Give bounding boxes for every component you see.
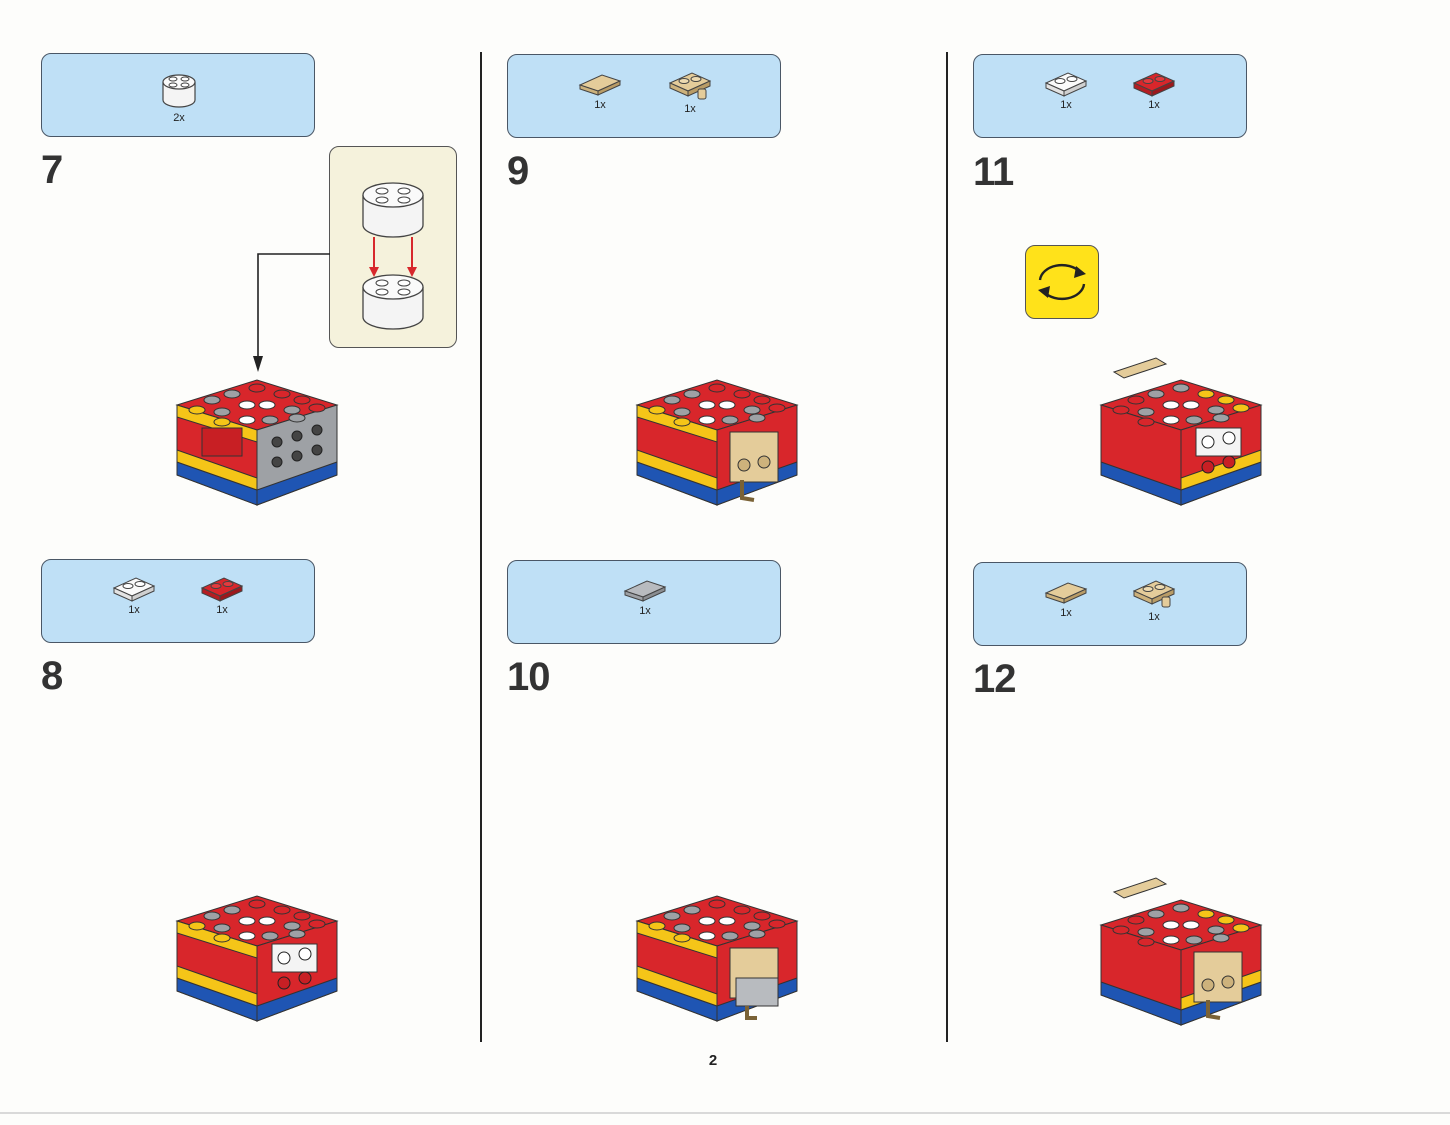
sub-assembly-callout <box>329 146 457 348</box>
parts-list-step-11: 1x 1x <box>973 54 1247 138</box>
part-quantity: 2x <box>173 112 185 124</box>
parts-list-step-9: 1x 1x <box>507 54 781 138</box>
part-quantity: 1x <box>1148 99 1160 111</box>
model-step-8 <box>175 895 339 1022</box>
column-divider-right <box>946 52 948 1042</box>
tile-1x2-gray-icon <box>623 580 667 602</box>
page-number: 2 <box>708 1052 718 1069</box>
part-quantity: 1x <box>639 605 651 617</box>
part-plate-red: 1x <box>192 574 252 638</box>
parts-list-step-12: 1x 1x <box>973 562 1247 646</box>
bottom-rule <box>0 1112 1450 1114</box>
step-number-7: 7 <box>41 148 63 192</box>
part-round-brick-white: 2x <box>149 68 209 132</box>
callout-connector <box>253 253 330 372</box>
tile-1x2-tan-icon <box>1044 582 1088 604</box>
plate-clip-tan-icon <box>1132 580 1176 608</box>
part-quantity: 1x <box>128 604 140 616</box>
part-tile-tan: 1x <box>1036 577 1096 641</box>
part-quantity: 1x <box>1148 611 1160 623</box>
plate-clip-tan-icon <box>668 72 712 100</box>
part-tile-tan: 1x <box>570 69 630 133</box>
part-plate-clip-tan: 1x <box>660 69 720 133</box>
model-step-10 <box>635 895 799 1022</box>
tile-1x2-tan-icon <box>578 74 622 96</box>
plate-1x2-red-icon <box>1132 72 1176 97</box>
part-plate-clip-tan: 1x <box>1124 577 1184 641</box>
part-quantity: 1x <box>594 99 606 111</box>
model-step-9 <box>635 379 799 506</box>
parts-list-step-7: 2x <box>41 53 315 137</box>
step-number-10: 10 <box>507 655 550 699</box>
part-quantity: 1x <box>1060 99 1072 111</box>
parts-list-step-10: 1x <box>507 560 781 644</box>
column-divider-left <box>480 52 482 1042</box>
part-quantity: 1x <box>684 103 696 115</box>
plate-1x2-white-icon <box>112 577 156 602</box>
plate-1x2-red-icon <box>200 577 244 602</box>
step-number-9: 9 <box>507 149 529 193</box>
round-brick-bottom-icon <box>362 274 424 330</box>
model-step-12 <box>1099 877 1263 1026</box>
parts-list-step-8: 1x 1x <box>41 559 315 643</box>
part-quantity: 1x <box>216 604 228 616</box>
step-number-11: 11 <box>973 150 1014 194</box>
part-quantity: 1x <box>1060 607 1072 619</box>
part-plate-white: 1x <box>1036 69 1096 133</box>
round-brick-top-icon <box>362 182 424 238</box>
part-tile-gray: 1x <box>615 575 675 639</box>
round-brick-2x2-white-icon <box>162 74 196 108</box>
rotate-model-icon <box>1025 245 1099 319</box>
part-plate-red: 1x <box>1124 69 1184 133</box>
model-step-7 <box>175 379 339 506</box>
step-number-8: 8 <box>41 654 63 698</box>
part-plate-white: 1x <box>104 574 164 638</box>
model-step-11 <box>1099 357 1263 506</box>
plate-1x2-white-icon <box>1044 72 1088 97</box>
step-number-12: 12 <box>973 657 1016 701</box>
